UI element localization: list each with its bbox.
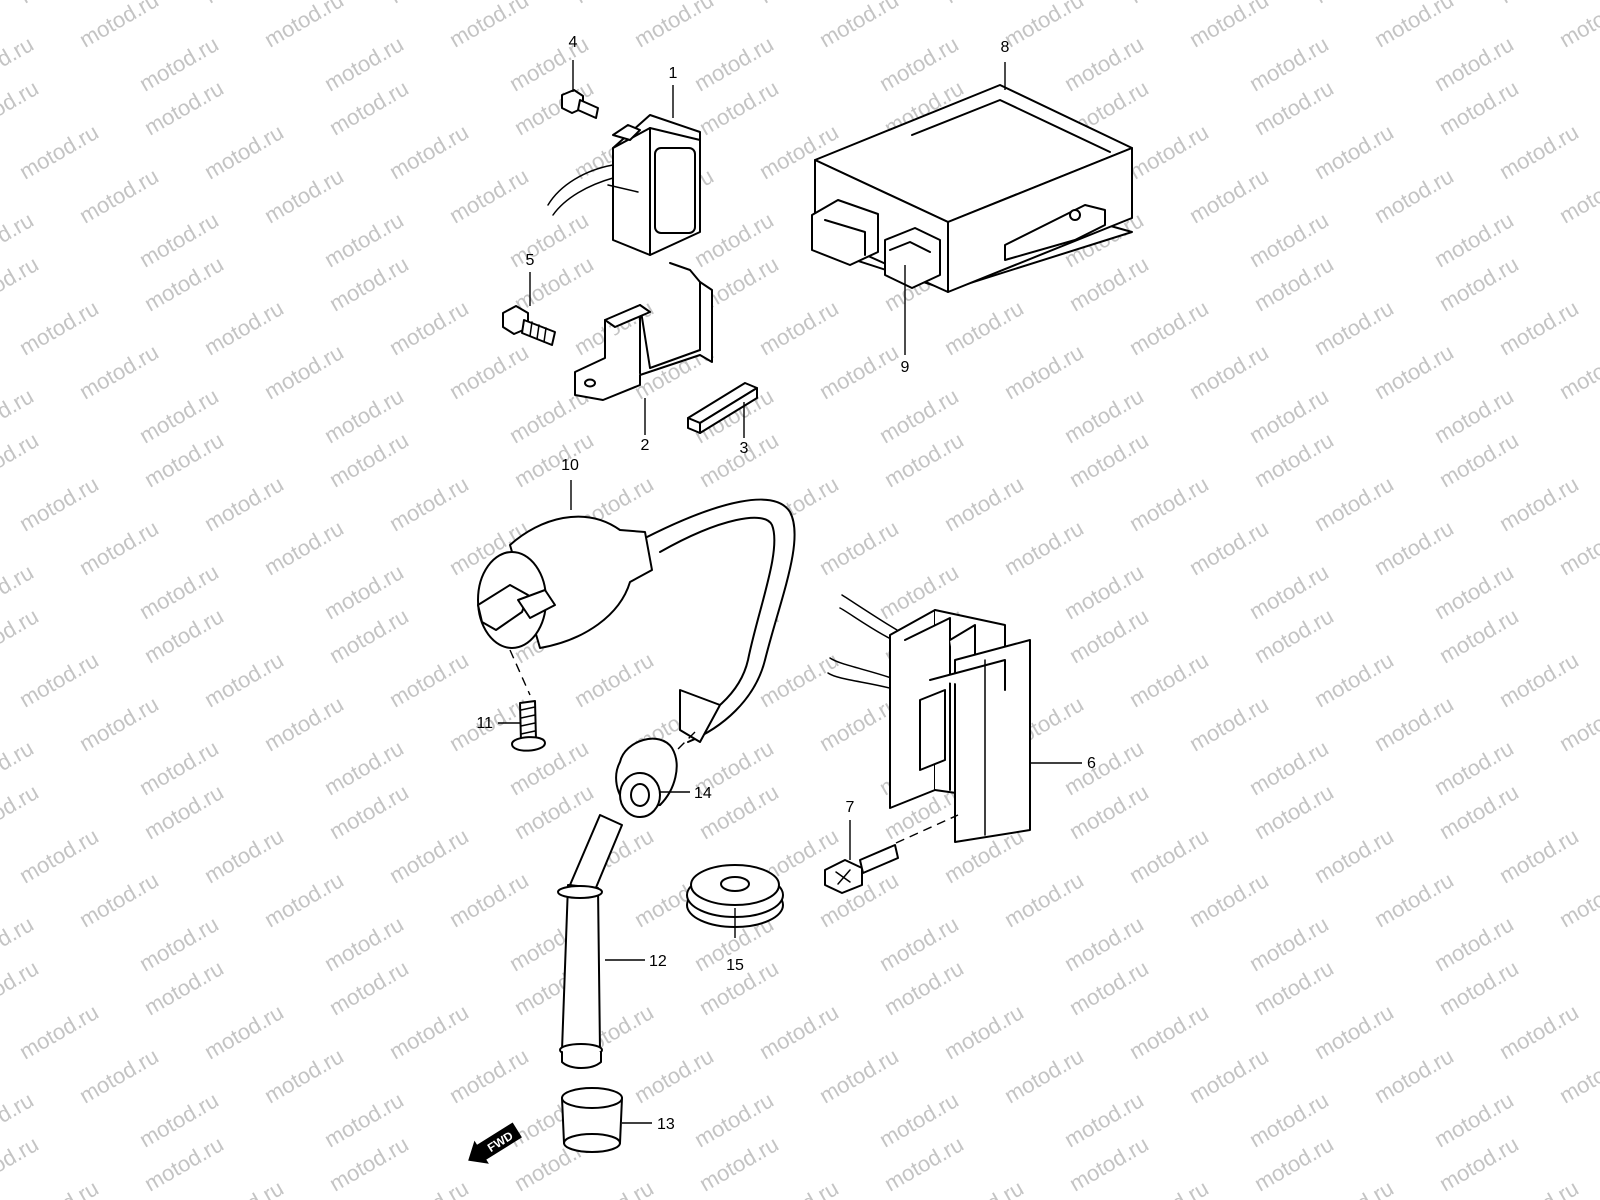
callout-5: 5: [526, 252, 535, 269]
callout-1: 1: [669, 65, 678, 82]
callout-4: 4: [569, 34, 578, 51]
plug-cap-part-12: [557, 814, 623, 1069]
callout-10: 10: [561, 457, 579, 474]
boot-part-13: [561, 1087, 623, 1153]
callout-11: 11: [476, 715, 493, 732]
callout-2: 2: [641, 437, 650, 454]
callout-3: 3: [740, 440, 749, 457]
relay-part-1: [547, 114, 701, 256]
bolt-part-7: [824, 844, 899, 894]
callout-6: 6: [1087, 755, 1096, 772]
cdi-unit-part-8: [811, 84, 1133, 293]
fwd-arrow-icon: [468, 1122, 522, 1164]
callout-15: 15: [726, 957, 744, 974]
fwd-badge: FWD: [468, 1122, 522, 1164]
cushion-part-3: [687, 382, 758, 434]
grommet-part-15: [686, 864, 784, 928]
regulator-part-6: [827, 594, 1031, 843]
ignition-coil-part-10: [477, 498, 796, 743]
screw-part-11: [511, 700, 546, 752]
callout-13: 13: [657, 1116, 675, 1133]
bolt-part-4: [561, 89, 599, 119]
leader-lines: [498, 60, 1082, 1124]
seal-part-14: [615, 737, 678, 818]
callout-9: 9: [901, 359, 910, 376]
bolt-part-5: [502, 305, 556, 346]
assembly-lines: [509, 649, 959, 844]
callout-labels: 4 1 5 2 3 8 9 10 11 6 7 14 12 15 13: [476, 34, 1096, 1133]
bracket-part-2: [574, 262, 713, 401]
callout-12: 12: [649, 953, 667, 970]
callout-14: 14: [694, 785, 712, 802]
callout-7: 7: [846, 799, 855, 816]
callout-8: 8: [1001, 39, 1010, 56]
